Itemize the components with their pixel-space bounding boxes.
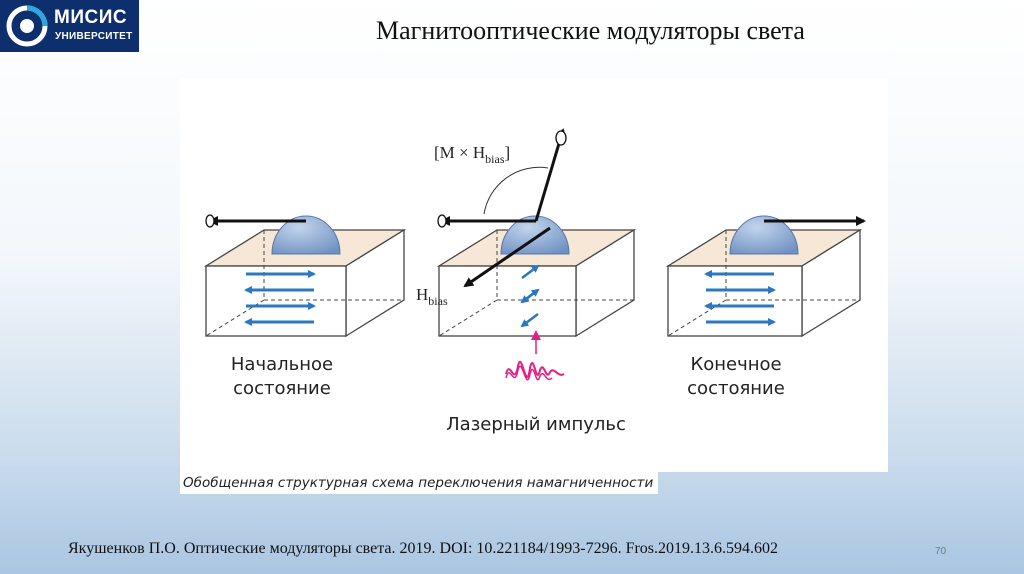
initial-state-label-line2: состояние [233, 378, 331, 399]
final-state-label-line1: Конечное [690, 354, 781, 375]
switching-panel: [M × Hbias] Hbias Лазерный импульс [416, 128, 637, 435]
diagram-canvas: Начальное состояние [M × Hbias] [203, 128, 866, 435]
final-state-panel: Конечное состояние [665, 215, 866, 399]
logo-name: МИСИС [54, 7, 128, 28]
logo-emblem-icon [6, 5, 48, 47]
final-state-label-line2: состояние [687, 378, 785, 399]
cross-product-label: [M × Hbias] [434, 143, 510, 166]
domain-dome [271, 215, 341, 255]
domain-dome [729, 215, 799, 255]
university-logo: МИСИС УНИВЕРСИТЕТ [0, 0, 139, 52]
hbias-arrow [463, 226, 551, 288]
figure-caption: Обобщенная структурная схема переключени… [180, 472, 659, 494]
box-front-face [438, 265, 577, 337]
slide-title: Магнитооптические модуляторы света [376, 16, 805, 45]
source-reference: Якушенков П.О. Оптические модуляторы све… [68, 540, 779, 557]
initial-state-panel: Начальное состояние [203, 214, 407, 399]
switching-diagram: Начальное состояние [M × Hbias] [180, 78, 888, 472]
hbias-label: Hbias [416, 285, 448, 308]
domain-arrows [704, 270, 776, 326]
slide-number: 70 [935, 546, 947, 557]
initial-state-label-line1: Начальное [231, 354, 333, 375]
laser-pulse-icon [505, 360, 565, 378]
rotation-arc [483, 166, 549, 215]
cross-product-arrow [534, 128, 566, 222]
domain-arrows [244, 270, 316, 326]
precessing-domain-arrows [520, 264, 540, 328]
box-front-face [667, 265, 803, 337]
box-front-face [205, 265, 347, 337]
laser-pulse-label: Лазерный импульс [446, 414, 626, 435]
logo-subtitle: УНИВЕРСИТЕТ [55, 31, 133, 42]
